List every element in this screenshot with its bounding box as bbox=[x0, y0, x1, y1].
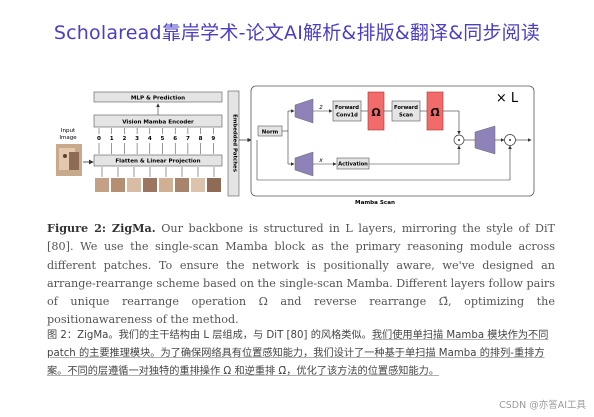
token-9: 9 bbox=[211, 136, 215, 142]
token-row: 0 1 2 3 4 5 6 7 8 9 bbox=[97, 128, 215, 154]
encoder-label: Vision Mamba Encoder bbox=[122, 120, 194, 126]
forward-scan-label-1: Forward bbox=[394, 105, 418, 111]
banner-title: Scholaread靠岸学术-论文AI解析&排版&翻译&同步阅读 bbox=[53, 22, 541, 44]
figure-caption-label: Figure 2: ZigMa. bbox=[47, 221, 156, 235]
vision-mamba-encoder-box bbox=[93, 114, 223, 128]
token-7: 7 bbox=[186, 136, 190, 142]
projection-trapezoid-bottom bbox=[294, 151, 314, 177]
norm-label: Norm bbox=[262, 130, 279, 136]
input-image bbox=[56, 144, 82, 176]
projection-trapezoid-top bbox=[294, 98, 314, 124]
token-6: 6 bbox=[173, 136, 177, 142]
token-5: 5 bbox=[161, 136, 165, 142]
z-label-top: z bbox=[318, 104, 323, 111]
embedded-patches-box bbox=[227, 90, 240, 197]
figure-caption-english: Figure 2: ZigMa. Our backbone is structu… bbox=[47, 219, 555, 330]
forward-conv-label-1: Forward bbox=[335, 105, 359, 111]
activation-label: Activation bbox=[338, 162, 368, 168]
x-label-bottom: x bbox=[318, 157, 323, 164]
watermark: CSDN @亦答AI工具 bbox=[499, 400, 586, 411]
mlp-prediction-box bbox=[93, 91, 223, 103]
forward-conv-label-2: Conv1d bbox=[336, 113, 358, 119]
omega-symbol: Ω bbox=[371, 106, 381, 119]
input-label-1: Input bbox=[61, 128, 76, 134]
token-0: 0 bbox=[97, 136, 101, 142]
patch-arrows bbox=[101, 167, 215, 177]
token-8: 8 bbox=[199, 136, 203, 142]
activation-box bbox=[336, 157, 370, 170]
token-1: 1 bbox=[110, 136, 114, 142]
mamba-scan-block bbox=[250, 85, 535, 197]
projection-label: Flatten & Linear Projection bbox=[115, 159, 200, 165]
flatten-projection-box bbox=[93, 154, 223, 167]
input-label-2: Image bbox=[59, 135, 77, 141]
forward-scan-label-2: Scan bbox=[399, 113, 413, 119]
figure-caption-text: Our backbone is structured in L layers, … bbox=[47, 222, 555, 327]
caption-zh-part1: 图 2：ZigMa。我们的主干结构由 L 层组成，与 DiT [80] 的风格类… bbox=[47, 330, 372, 341]
embedded-label: Embedded Patches bbox=[232, 114, 238, 172]
mlp-label: MLP & Prediction bbox=[131, 96, 185, 102]
caption-zh-part2: 我们使用单扫描 Mamba 模块作为不同 patch 的主要推理模块。为了确保网… bbox=[47, 330, 549, 378]
token-2: 2 bbox=[122, 136, 126, 142]
figure-caption-chinese: 图 2：ZigMa。我们的主干结构由 L 层组成，与 DiT [80] 的风格类… bbox=[47, 327, 555, 382]
patch-strip bbox=[95, 178, 221, 192]
zigma-architecture-figure: Input Image MLP & Prediction Vision Mamb… bbox=[56, 85, 535, 206]
token-4: 4 bbox=[148, 136, 152, 142]
mamba-scan-label: Mamba Scan bbox=[355, 200, 395, 206]
token-3: 3 bbox=[135, 136, 139, 142]
omega-bar-symbol: Ω̄ bbox=[430, 106, 440, 119]
times-l-label: × L bbox=[496, 91, 519, 106]
output-projection-trapezoid bbox=[474, 125, 496, 155]
